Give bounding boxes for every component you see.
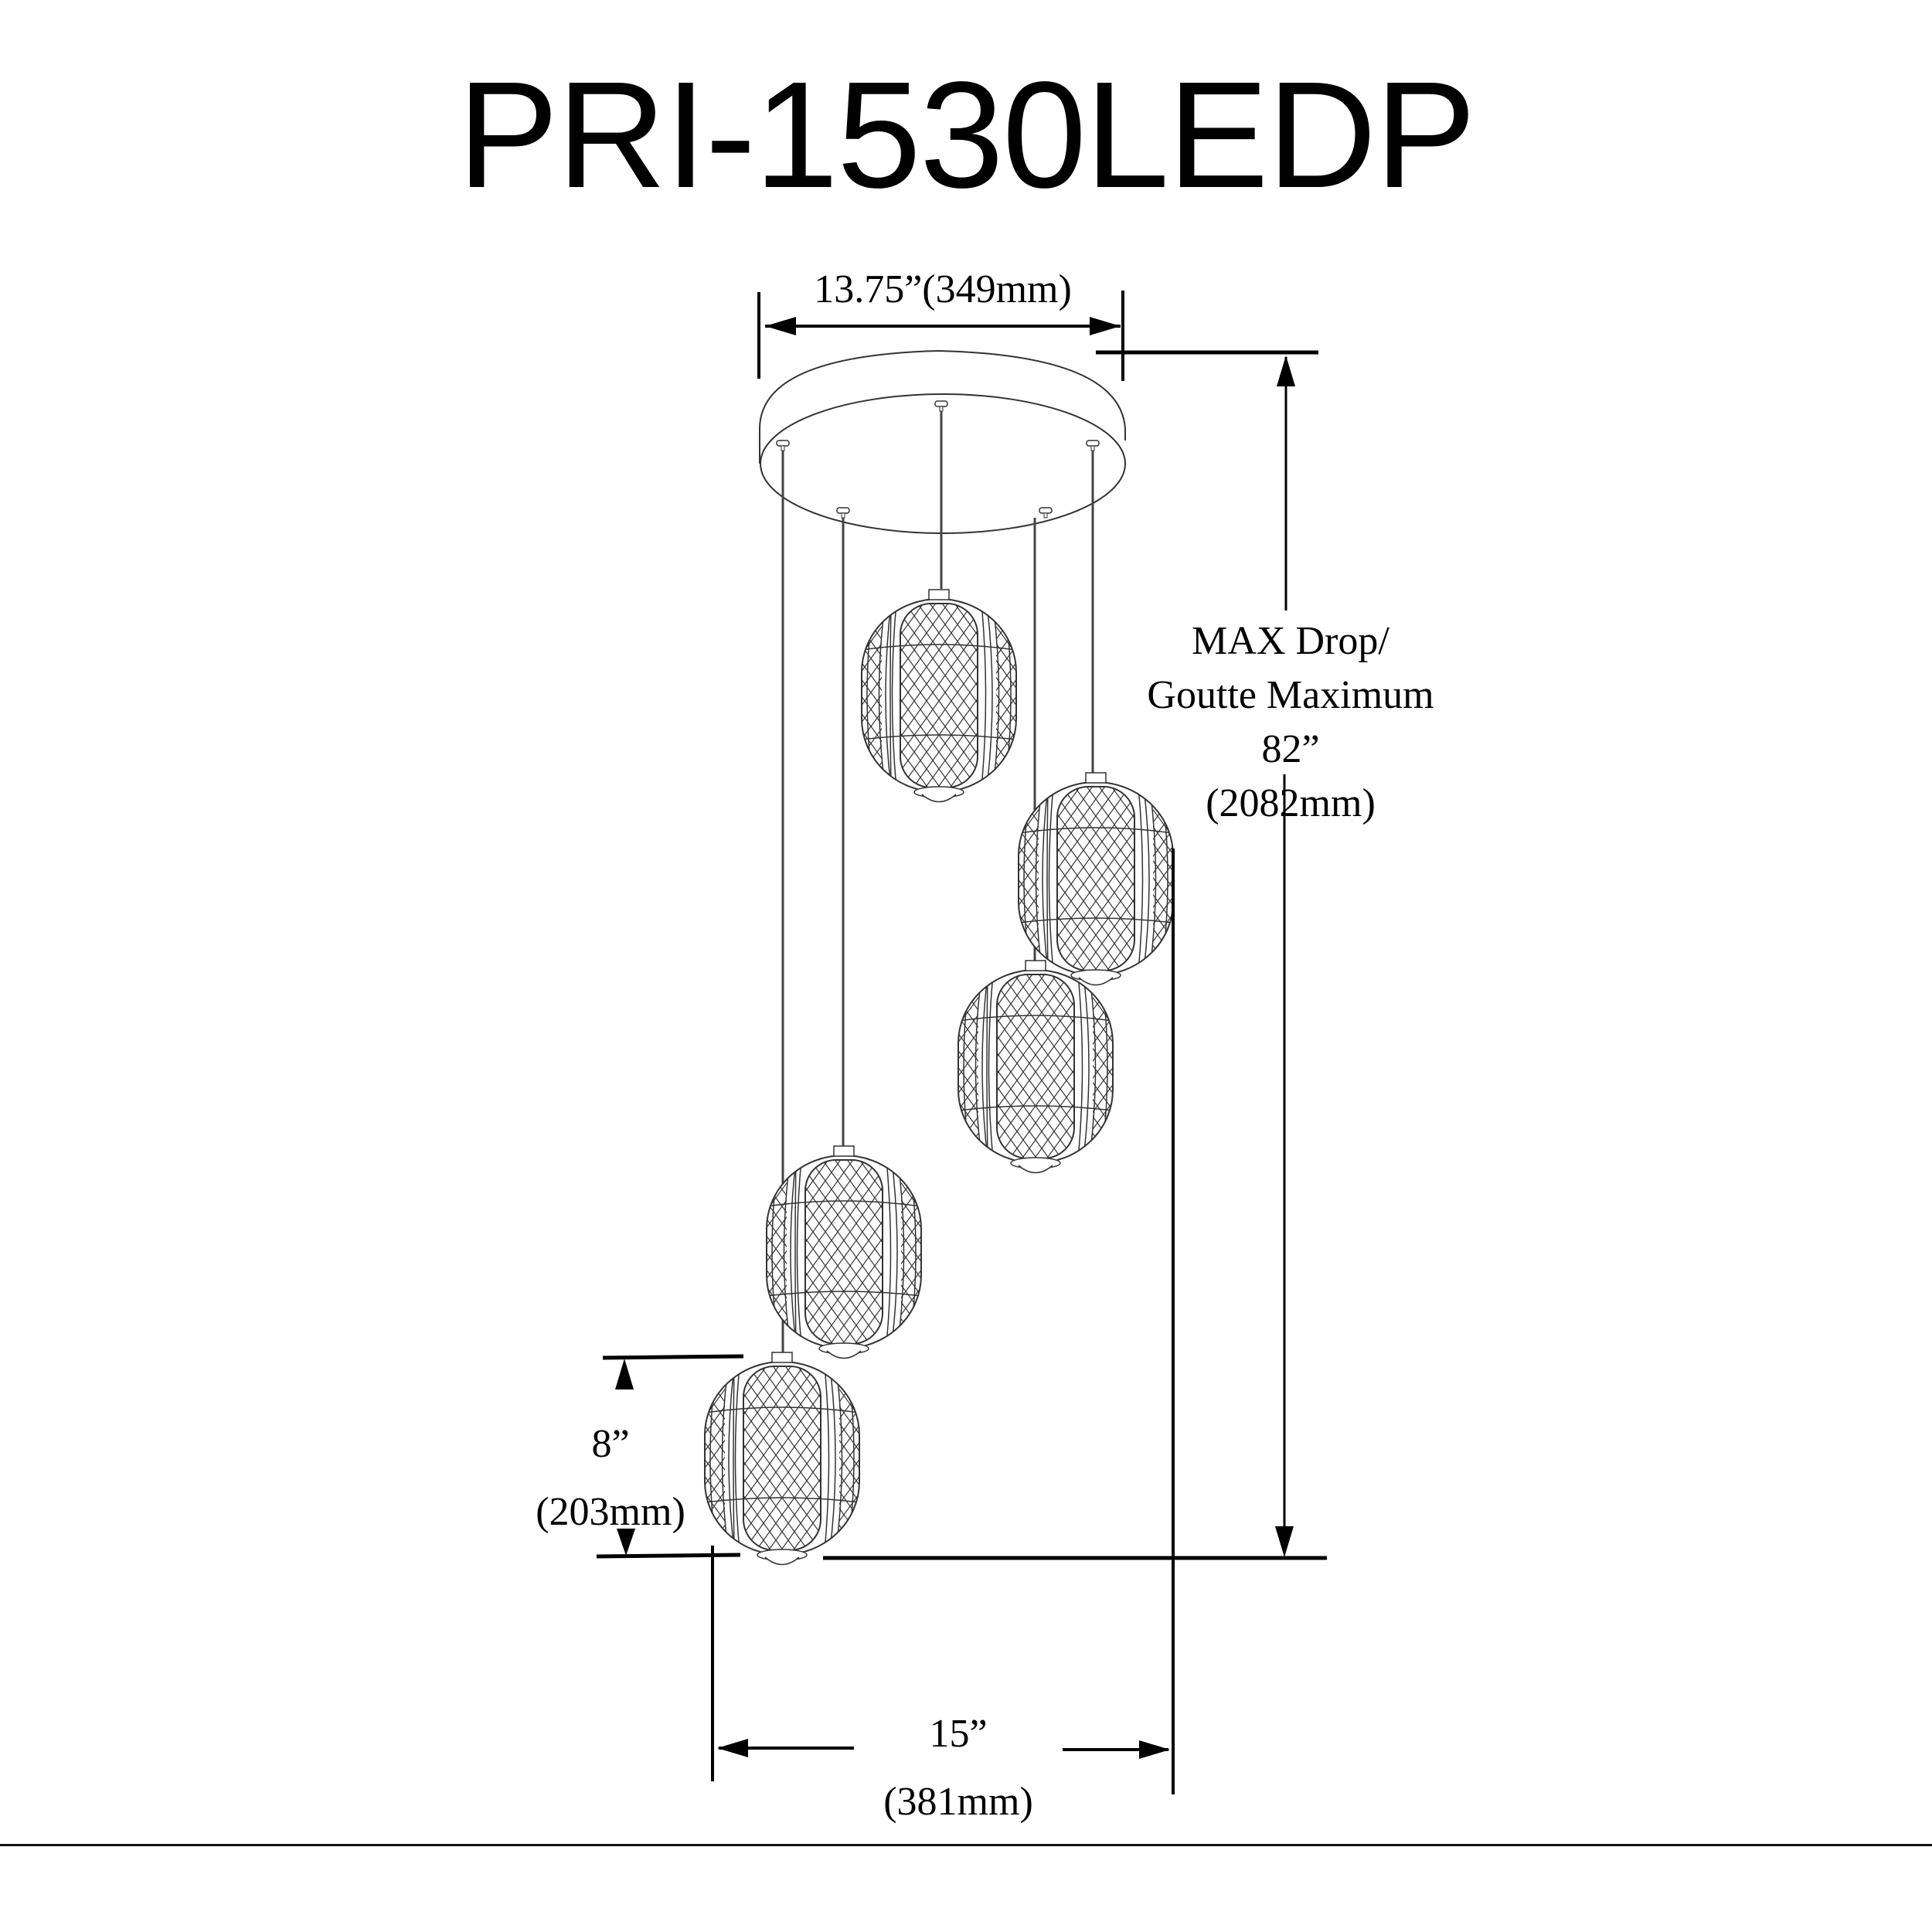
overall-width-inches: 15” bbox=[929, 1712, 988, 1756]
pendant-5 bbox=[705, 1352, 859, 1565]
pendant-1 bbox=[862, 590, 1016, 802]
max-drop-label: MAX Drop/ Goutte Maximum 82” (2082mm) bbox=[1105, 614, 1476, 831]
shade-height-label: 8” (203mm) bbox=[510, 1410, 711, 1546]
shade-height-mm: (203mm) bbox=[536, 1490, 685, 1534]
max-drop-dimension bbox=[823, 350, 1327, 1560]
overall-width-dimension bbox=[711, 849, 1175, 1794]
pendant-4 bbox=[767, 1146, 921, 1359]
canopy bbox=[759, 349, 1126, 534]
max-drop-line2: Goutte Maximum bbox=[1147, 673, 1434, 717]
bottom-divider bbox=[0, 1844, 1932, 1846]
max-drop-mm: (2082mm) bbox=[1206, 781, 1376, 825]
pendant-3 bbox=[958, 961, 1113, 1173]
shade-height-inches: 8” bbox=[591, 1422, 630, 1466]
max-drop-inches: 82” bbox=[1261, 727, 1320, 771]
overall-width-label: 15” (381mm) bbox=[850, 1700, 1066, 1836]
shade-height-dimension bbox=[596, 1354, 744, 1559]
pendant-shades bbox=[705, 590, 1173, 1565]
overall-width-mm: (381mm) bbox=[883, 1780, 1033, 1824]
product-model-title: PRI-1530LEDP bbox=[457, 50, 1476, 219]
canopy-width-dimension bbox=[757, 291, 1124, 381]
canopy-width-label: 13.75”(349mm) bbox=[814, 267, 1072, 311]
max-drop-line1: MAX Drop/ bbox=[1192, 619, 1389, 663]
